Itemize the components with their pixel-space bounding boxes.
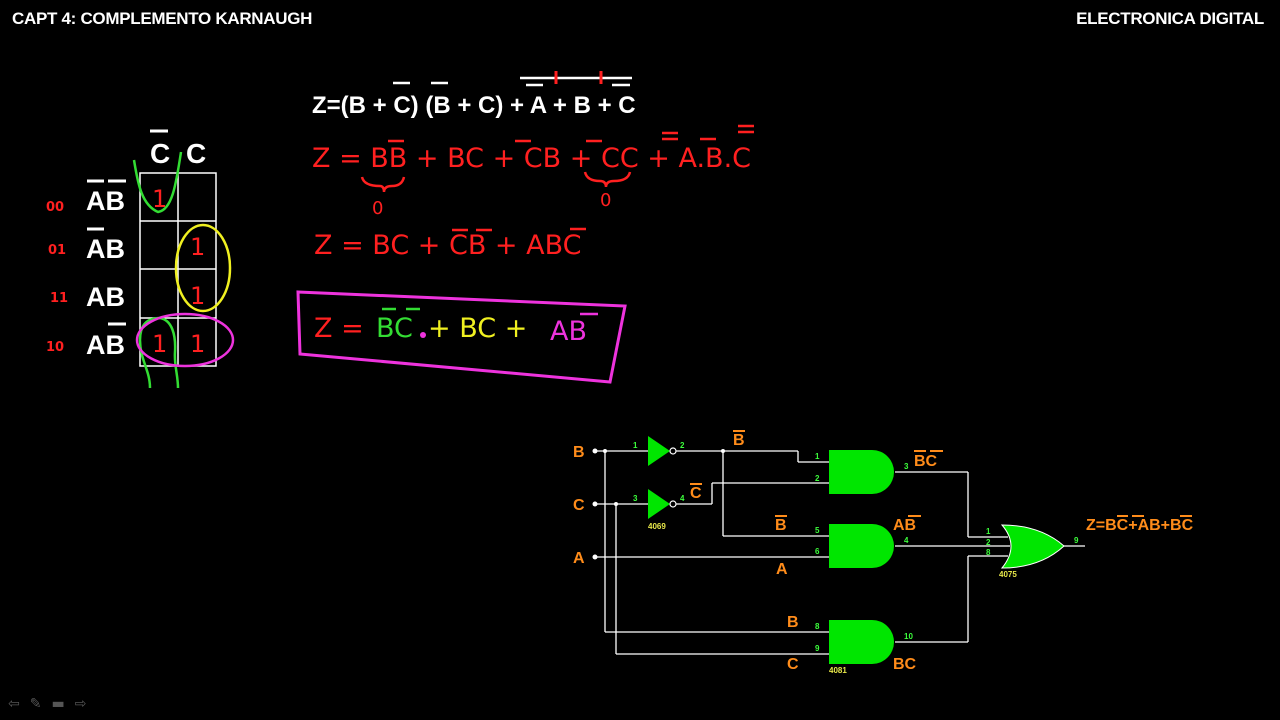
kmap-group-magenta bbox=[135, 312, 235, 368]
kmap-row-label-0: AB bbox=[86, 186, 125, 216]
and-gate-2 bbox=[829, 524, 894, 568]
pin-label: 5 bbox=[815, 526, 820, 535]
kmap-row-label-2: AB bbox=[86, 282, 125, 312]
equation-step2: Z = BC + CB + ABC bbox=[314, 230, 582, 261]
and3-output-label: BC bbox=[893, 656, 917, 673]
or-gate bbox=[1000, 524, 1065, 569]
final-equation-term1: BC bbox=[376, 313, 413, 344]
kmap-cell-3-0: 1 bbox=[152, 330, 167, 358]
and1-output-label: BC bbox=[914, 453, 938, 470]
pin-label: 3 bbox=[633, 494, 638, 503]
kmap-group-green-top bbox=[132, 151, 183, 214]
and2-output-label: AB bbox=[893, 517, 916, 534]
pin-label: 9 bbox=[1074, 536, 1079, 545]
pin-label: 2 bbox=[986, 538, 991, 547]
kmap-cell-0-0: 1 bbox=[152, 185, 167, 213]
and3-input-b-label: B bbox=[787, 614, 799, 631]
pin-label: 1 bbox=[986, 527, 991, 536]
pin-label: 8 bbox=[815, 622, 820, 631]
arrow-right-icon[interactable]: ⇨ bbox=[74, 696, 87, 712]
chip-label-4069: 4069 bbox=[648, 522, 666, 531]
and-gate-3 bbox=[829, 620, 894, 664]
logic-circuit: B C A B C BC B A AB B C BC Z=BC+AB+BC 1 … bbox=[573, 430, 1194, 675]
and-gate-1 bbox=[829, 450, 894, 494]
kmap-cell-1-1: 1 bbox=[190, 233, 205, 261]
kmap-row-label-3: AB bbox=[86, 330, 125, 360]
and2-input-b-label: B bbox=[775, 517, 787, 534]
arrow-left-icon[interactable]: ⇦ bbox=[8, 696, 20, 712]
pin-label: 4 bbox=[904, 536, 909, 545]
screen-icon[interactable]: ▬ bbox=[51, 696, 65, 712]
equation-step1-zero-right: 0 bbox=[600, 190, 611, 211]
pin-label: 2 bbox=[680, 441, 685, 450]
kmap-col-header-c: C bbox=[186, 138, 206, 169]
not-c-label: C bbox=[690, 485, 702, 502]
input-label-c: C bbox=[573, 497, 585, 514]
final-equation-term3: AB bbox=[550, 316, 587, 347]
pin-label: 1 bbox=[815, 452, 820, 461]
not-gate-c bbox=[648, 489, 677, 519]
kmap-row-code-3: 10 bbox=[46, 340, 64, 355]
final-equation-z: Z = bbox=[314, 313, 364, 344]
course-title: ELECTRONICA DIGITAL bbox=[1076, 9, 1264, 28]
kmap-row-label-1: AB bbox=[86, 234, 125, 264]
final-equation-box bbox=[296, 290, 627, 384]
kmap-cell-3-1: 1 bbox=[190, 330, 205, 358]
pen-icon[interactable]: ✎ bbox=[29, 696, 42, 712]
final-equation-term2: + BC + bbox=[428, 313, 527, 344]
kmap-cell-2-1: 1 bbox=[190, 282, 205, 310]
slide-navigation: ⇦ ✎ ▬ ⇨ bbox=[8, 696, 86, 712]
chip-label-4075: 4075 bbox=[999, 570, 1017, 579]
pin-label: 3 bbox=[904, 462, 909, 471]
equation-step1-zero-left: 0 bbox=[372, 198, 383, 219]
and2-input-a-label: A bbox=[776, 561, 788, 578]
pin-label: 6 bbox=[815, 547, 820, 556]
not-b-label: B bbox=[733, 432, 745, 449]
input-label-a: A bbox=[573, 550, 585, 567]
lesson-title: CAPT 4: COMPLEMENTO KARNAUGH bbox=[12, 9, 313, 28]
pin-label: 9 bbox=[815, 644, 820, 653]
input-label-b: B bbox=[573, 444, 585, 461]
equation-original: Z=(B + C) (B + C) + A + B + C bbox=[312, 92, 636, 119]
chip-label-4081: 4081 bbox=[829, 666, 847, 675]
kmap-col-header-cbar: C bbox=[150, 138, 170, 169]
kmap-row-code-0: 00 bbox=[46, 200, 64, 215]
circuit-output-label: Z=BC+AB+BC bbox=[1086, 517, 1194, 534]
kmap-row-code-1: 01 bbox=[48, 243, 66, 258]
not-gate-b bbox=[648, 436, 677, 466]
pin-label: 8 bbox=[986, 548, 991, 557]
pin-label: 10 bbox=[904, 632, 913, 641]
pin-label: 1 bbox=[633, 441, 638, 450]
and3-input-c-label: C bbox=[787, 656, 799, 673]
pin-label: 4 bbox=[680, 494, 685, 503]
kmap-group-yellow bbox=[174, 223, 232, 313]
pin-label: 2 bbox=[815, 474, 820, 483]
kmap-row-code-2: 11 bbox=[50, 291, 68, 306]
equations: Z=(B + C) (B + C) + A + B + C Z = BB + B… bbox=[296, 71, 754, 384]
equation-step1: Z = BB + BC + CB + CC + A.B.C bbox=[312, 143, 751, 174]
karnaugh-map: C C AB AB AB AB 00 01 11 10 1 1 bbox=[46, 129, 235, 389]
